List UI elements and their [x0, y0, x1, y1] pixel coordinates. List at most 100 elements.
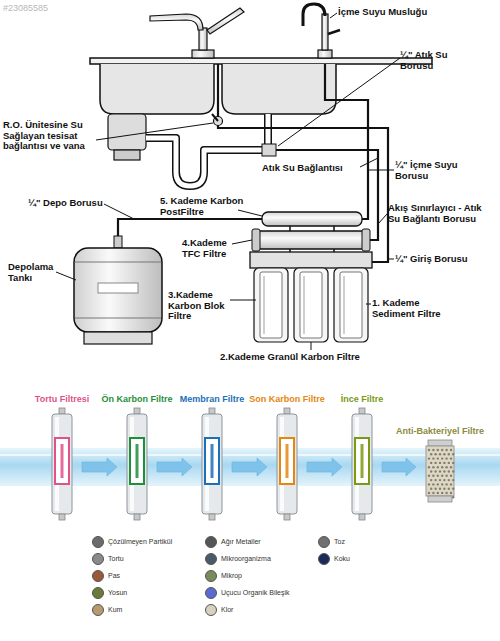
tank-tube — [118, 219, 262, 238]
mesh-hole — [448, 462, 450, 464]
cartridge-nozzle — [359, 514, 365, 520]
flow-arrow — [307, 458, 342, 476]
mesh-hole — [450, 466, 452, 468]
mesh-hole — [445, 483, 447, 485]
faucet-base — [192, 50, 214, 58]
mesh-hole — [439, 470, 441, 472]
callout-label: ¼" İçme Suyu Borusu — [395, 160, 470, 181]
leader-line — [368, 170, 394, 171]
callout-label: Akış Sınırlayıcı - Atık Su Bağlantı Boru… — [388, 203, 496, 224]
mesh-hole — [434, 462, 436, 464]
mesh-hole — [432, 466, 434, 468]
callout-label: ¼" Atık Su Borusu — [400, 50, 462, 71]
drain-saddle — [262, 144, 276, 156]
mesh-hole — [437, 457, 439, 459]
leader-line — [104, 204, 134, 219]
legend-swatch — [92, 553, 104, 565]
mesh-hole — [443, 462, 445, 464]
legend-text: Yosun — [108, 589, 127, 597]
callout-label: 2.Kademe Granül Karbon Filtre — [220, 352, 440, 363]
cartridge-body — [277, 414, 297, 514]
leader-line — [238, 210, 262, 216]
mesh-hole — [441, 475, 443, 477]
mesh-hole — [443, 453, 445, 455]
mesh-hole — [448, 488, 450, 490]
mesh-hole — [428, 449, 430, 451]
title-group: Anti-Bakteriyel Filtre — [396, 426, 484, 437]
filter-shape — [350, 408, 374, 520]
leader-line — [388, 259, 394, 260]
mesh-hole — [428, 483, 430, 485]
mesh-hole — [443, 479, 445, 481]
band-highlight — [0, 454, 500, 456]
callout-label: Depolama Tankı — [8, 262, 70, 283]
legend-text: Toz — [334, 538, 345, 546]
mesh-hole — [439, 453, 441, 455]
callout-label: 3.Kademe Karbon Blok Filtre — [168, 290, 238, 322]
legend-text: Çözülmeyen Partikül — [108, 538, 172, 546]
leader-line — [366, 304, 371, 305]
mesh-hole — [450, 475, 452, 477]
legend-text: Mikrop — [221, 572, 242, 580]
legend-text: Koku — [334, 555, 350, 563]
mesh-hole — [450, 483, 452, 485]
mesh-hole — [439, 462, 441, 464]
mesh-hole — [452, 470, 454, 472]
legend-text: Klor — [221, 606, 233, 614]
mesh-hole — [448, 479, 450, 481]
membrane-housing — [256, 231, 366, 249]
cartridge-label-stripe — [136, 444, 139, 478]
mesh-hole — [448, 453, 450, 455]
legend-text: Pas — [108, 572, 120, 580]
mesh-hole — [432, 492, 434, 494]
mesh-hole — [430, 453, 432, 455]
mesh-hole — [428, 492, 430, 494]
filter-sump — [254, 268, 288, 342]
mesh-hole — [450, 449, 452, 451]
leader-line — [330, 13, 337, 18]
cartridge-nozzle — [134, 408, 140, 414]
callout-label: 4.Kademe TFC Filtre — [182, 238, 244, 259]
mesh-hole — [450, 492, 452, 494]
leader-line — [378, 214, 387, 224]
legend-swatch — [205, 570, 217, 582]
cartridge-label-stripe — [286, 444, 289, 478]
legend-text: Kum — [108, 606, 122, 614]
mesh-hole — [448, 470, 450, 472]
legend-swatch — [205, 587, 217, 599]
leader-line — [311, 342, 312, 350]
callout-label: İçme Suyu Musluğu — [338, 7, 468, 18]
mesh-hole — [432, 457, 434, 459]
mesh-hole — [437, 449, 439, 451]
anti-bacterial-filter: Anti-Bakteriyel Filtre — [424, 440, 456, 502]
faucet-column — [199, 28, 207, 50]
title-group: Membran Filtre — [180, 394, 245, 405]
title-group: Tortu Filtresi — [35, 394, 89, 405]
leader-line — [96, 123, 213, 140]
filter-shape — [200, 408, 224, 520]
mesh-hole — [441, 466, 443, 468]
mesh-hole — [428, 466, 430, 468]
legend-swatch — [92, 587, 104, 599]
mesh-cap — [428, 496, 452, 502]
mesh-hole — [428, 457, 430, 459]
title-group: İnce Filtre — [341, 394, 384, 405]
cartridge-nozzle — [284, 514, 290, 520]
tank-seam — [75, 262, 161, 318]
tank-plate — [98, 283, 138, 293]
filter-cartridge: Son Karbon Filtre — [275, 408, 299, 520]
title-group: Ön Karbon Filtre — [101, 394, 172, 405]
mesh-hole — [428, 475, 430, 477]
feed-tube — [218, 64, 388, 262]
filter-sump — [334, 268, 368, 342]
flow-arrow — [157, 458, 192, 476]
sump-highlight — [264, 276, 344, 334]
legend-swatch — [92, 570, 104, 582]
leader-line — [230, 300, 256, 301]
cartridge-label-stripe — [211, 444, 214, 478]
leader-lines — [56, 13, 400, 350]
legend-swatch — [205, 536, 217, 548]
mesh-hole — [434, 488, 436, 490]
cartridge-label — [205, 438, 219, 484]
